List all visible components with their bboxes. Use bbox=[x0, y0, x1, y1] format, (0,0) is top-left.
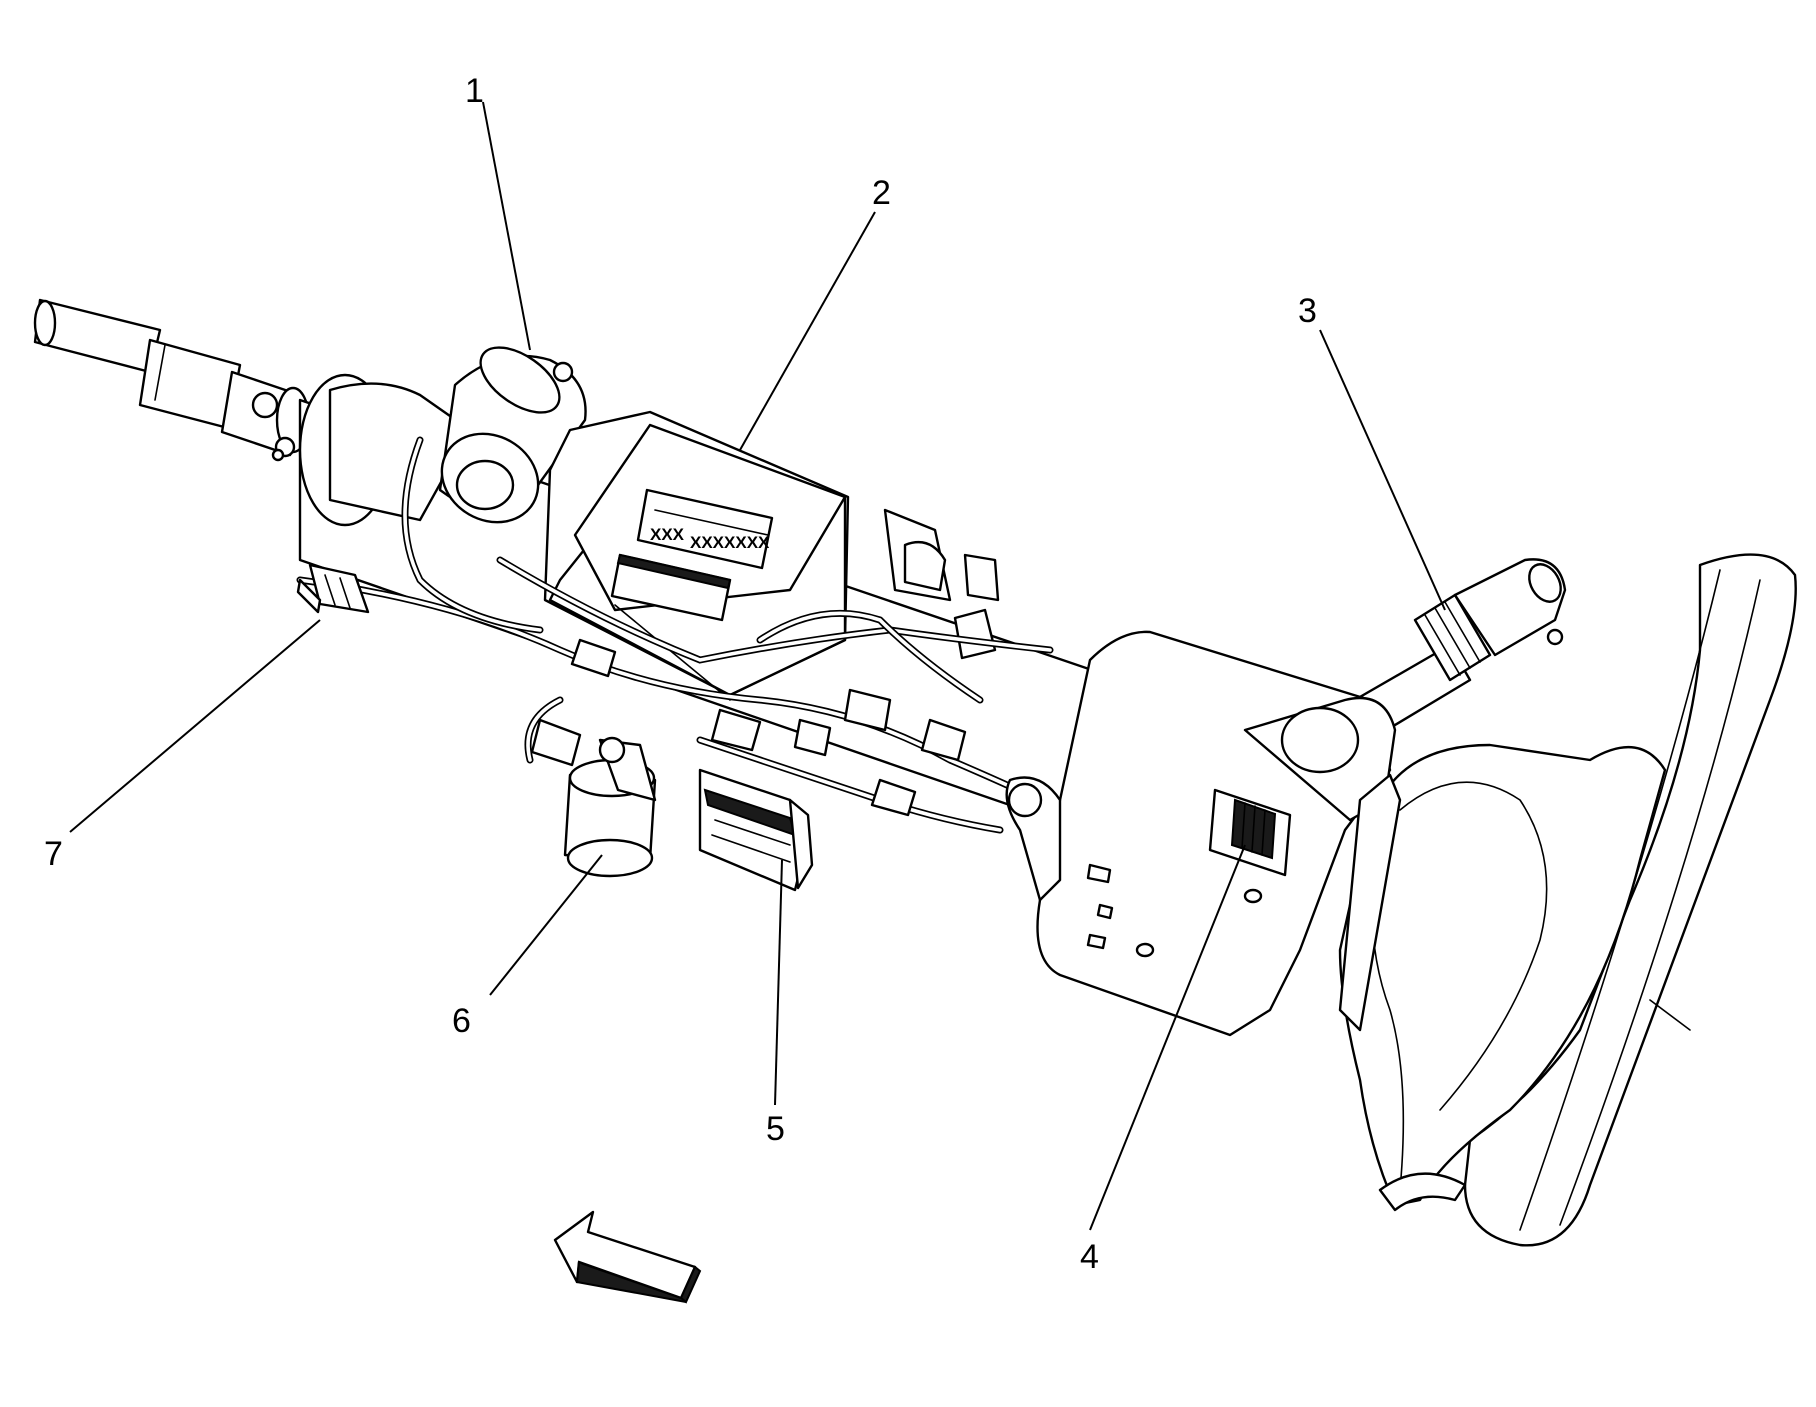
leader-line-5 bbox=[774, 859, 783, 1106]
callout-7: 7 bbox=[44, 835, 63, 873]
callouts: 1 2 3 4 5 6 7 bbox=[44, 72, 1317, 1276]
leader-line-7 bbox=[69, 619, 321, 833]
left-connector bbox=[296, 563, 370, 614]
leader-line-1 bbox=[482, 101, 531, 351]
callout-2: 2 bbox=[872, 174, 891, 212]
leader-line-2 bbox=[739, 211, 876, 451]
intermediate-shaft bbox=[33, 298, 311, 462]
leader-line-6 bbox=[489, 854, 603, 996]
assist-motor bbox=[438, 346, 587, 524]
leader-lines bbox=[69, 101, 1446, 1231]
lower-connector bbox=[698, 768, 814, 892]
leader-line-3 bbox=[1319, 329, 1446, 611]
steering-wheel bbox=[1338, 553, 1797, 1247]
harness-connectors bbox=[530, 638, 967, 817]
module-label-code: XXX bbox=[650, 525, 685, 544]
leader-line-4 bbox=[1089, 844, 1246, 1231]
front-direction-arrow bbox=[553, 1210, 702, 1304]
upper-column-housing bbox=[1005, 630, 1397, 1037]
wiring-harness bbox=[296, 436, 1064, 834]
callout-3: 3 bbox=[1298, 292, 1317, 330]
callout-6: 6 bbox=[452, 1002, 471, 1040]
callout-4: 4 bbox=[1080, 1238, 1099, 1276]
position-sensor-cylinder bbox=[563, 736, 657, 878]
upper-connectors bbox=[883, 508, 1000, 660]
module-label-number: XXXXXXX bbox=[690, 533, 770, 552]
callout-1: 1 bbox=[465, 72, 484, 110]
callout-5: 5 bbox=[766, 1110, 785, 1148]
